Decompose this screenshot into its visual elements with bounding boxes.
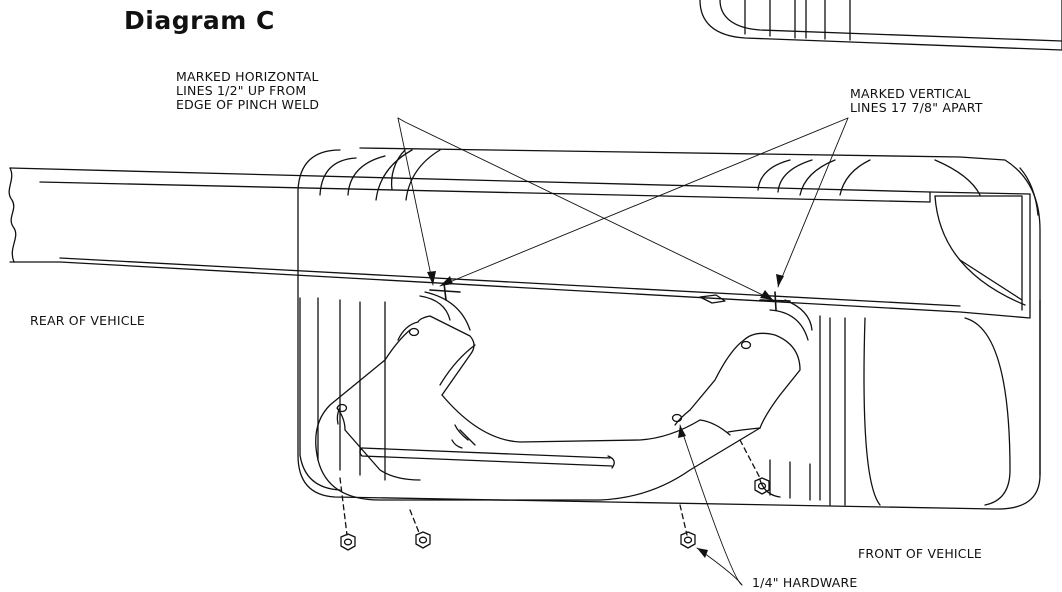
horizontal-lines-callout: MARKED HORIZONTAL LINES 1/2" UP FROM EDG… bbox=[176, 70, 319, 112]
rear-of-vehicle-label: REAR OF VEHICLE bbox=[30, 313, 145, 328]
front-of-vehicle-label: FRONT OF VEHICLE bbox=[858, 546, 983, 561]
vertical-callout-line-1: MARKED VERTICAL bbox=[850, 86, 971, 101]
top-right-partial-view bbox=[699, 0, 1062, 51]
leader-arrowheads bbox=[427, 271, 784, 558]
hex-nut-3 bbox=[680, 531, 696, 549]
hex-nut-1 bbox=[340, 533, 356, 551]
horizontal-callout-line-2: LINES 1/2" UP FROM bbox=[176, 83, 307, 98]
hex-nuts bbox=[340, 477, 770, 551]
diagram-title: Diagram C bbox=[124, 6, 275, 35]
rocker-rail bbox=[8, 167, 1031, 319]
hardware-label: 1/4" HARDWARE bbox=[752, 575, 858, 590]
leader-lines bbox=[397, 117, 849, 586]
horizontal-callout-line-3: EDGE OF PINCH WELD bbox=[176, 97, 320, 112]
vertical-lines-callout: MARKED VERTICAL LINES 17 7/8" APART bbox=[850, 87, 983, 115]
step-tube bbox=[315, 291, 813, 501]
step-frame bbox=[297, 147, 1041, 510]
hardware-centerlines bbox=[339, 439, 761, 536]
vertical-callout-line-2: LINES 17 7/8" APART bbox=[850, 100, 983, 115]
horizontal-callout-line-1: MARKED HORIZONTAL bbox=[176, 69, 319, 84]
hex-nut-2 bbox=[415, 531, 431, 549]
hardware-holes bbox=[336, 327, 752, 423]
hex-nut-4 bbox=[754, 477, 770, 495]
pinch-weld-marks bbox=[429, 282, 791, 311]
